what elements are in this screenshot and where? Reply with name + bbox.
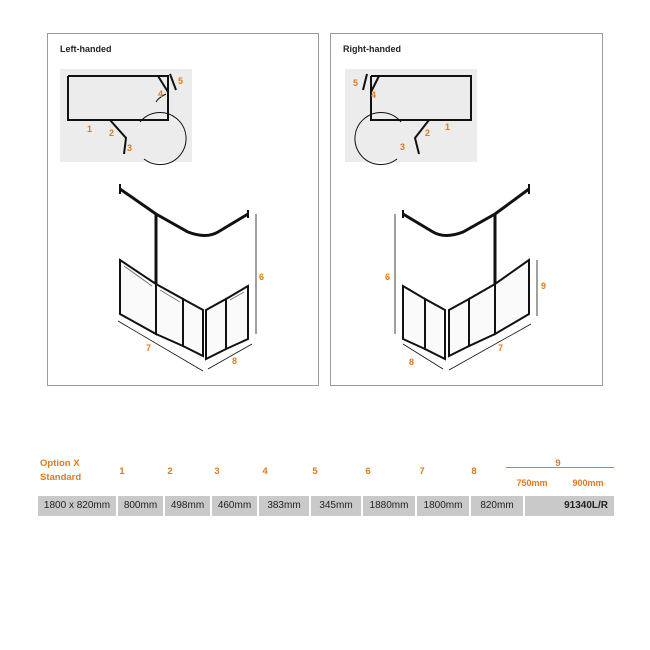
right-iso-view bbox=[394, 184, 538, 371]
cell-5: 345mm bbox=[311, 496, 361, 516]
column-header-7: 7 bbox=[419, 466, 425, 477]
cell-1: 800mm bbox=[118, 496, 163, 516]
column-header-1: 1 bbox=[119, 466, 125, 477]
left-handed-panel: Left-handed 1 2 3 4 5 bbox=[47, 33, 319, 386]
sub-column-900: 900mm bbox=[572, 478, 604, 488]
right-plan-view bbox=[354, 73, 472, 166]
right-plan-numbers: 1 2 3 4 5 bbox=[353, 78, 450, 152]
plan-number-5: 5 bbox=[178, 76, 183, 86]
dimension-7: 7 bbox=[146, 343, 151, 353]
right-handed-title: Right-handed bbox=[343, 44, 401, 54]
plan-number-4: 4 bbox=[371, 90, 376, 100]
plan-number-3: 3 bbox=[400, 142, 405, 152]
cell-2: 498mm bbox=[165, 496, 210, 516]
dimension-7: 7 bbox=[498, 343, 503, 353]
column-header-8: 8 bbox=[471, 466, 477, 477]
cell-size: 1800 x 820mm bbox=[38, 496, 116, 516]
right-plan-background bbox=[345, 69, 477, 162]
column-header-9: 9 bbox=[555, 458, 561, 469]
left-handed-diagram: 1 2 3 4 5 bbox=[67, 73, 264, 372]
column-header-2: 2 bbox=[167, 466, 173, 477]
table-row: 1800 x 820mm 800mm 498mm 460mm 383mm 345… bbox=[38, 496, 616, 516]
column-9-divider bbox=[506, 467, 614, 468]
plan-number-1: 1 bbox=[445, 122, 450, 132]
left-plan-view bbox=[67, 73, 187, 166]
dimension-6: 6 bbox=[259, 272, 264, 282]
left-iso-view bbox=[117, 184, 257, 372]
left-iso-numbers: 6 7 8 bbox=[146, 272, 264, 366]
cell-4: 383mm bbox=[259, 496, 309, 516]
plan-number-4: 4 bbox=[158, 89, 163, 99]
cell-8: 820mm bbox=[471, 496, 523, 516]
option-label: Option X bbox=[40, 458, 80, 469]
cell-7: 1800mm bbox=[417, 496, 469, 516]
right-handed-diagram: 1 2 3 4 5 bbox=[353, 73, 546, 371]
standard-label: Standard bbox=[40, 472, 82, 483]
plan-number-1: 1 bbox=[87, 124, 92, 134]
plan-number-5: 5 bbox=[353, 78, 358, 88]
plan-number-3: 3 bbox=[127, 143, 132, 153]
left-plan-numbers: 1 2 3 4 5 bbox=[87, 76, 183, 153]
plan-number-2: 2 bbox=[109, 128, 114, 138]
specification-table: Option X Standard 1 2 3 4 5 6 7 8 9 750m… bbox=[38, 452, 616, 516]
column-header-5: 5 bbox=[312, 466, 318, 477]
left-plan-background bbox=[60, 69, 192, 162]
cell-6: 1880mm bbox=[363, 496, 415, 516]
cell-3: 460mm bbox=[212, 496, 257, 516]
right-iso-numbers: 6 7 8 9 bbox=[385, 272, 546, 367]
left-handed-title: Left-handed bbox=[60, 44, 112, 54]
cell-product-code: 91340L/R bbox=[525, 496, 614, 516]
dimension-8: 8 bbox=[409, 357, 414, 367]
table-header: Option X Standard 1 2 3 4 5 6 7 8 9 750m… bbox=[38, 452, 616, 496]
dimension-8: 8 bbox=[232, 356, 237, 366]
column-header-3: 3 bbox=[214, 466, 220, 477]
column-header-4: 4 bbox=[262, 466, 268, 477]
column-header-6: 6 bbox=[365, 466, 371, 477]
dimension-6: 6 bbox=[385, 272, 390, 282]
right-handed-panel: Right-handed 1 2 3 4 5 bbox=[330, 33, 603, 386]
sub-column-750: 750mm bbox=[516, 478, 548, 488]
dimension-9: 9 bbox=[541, 281, 546, 291]
plan-number-2: 2 bbox=[425, 128, 430, 138]
